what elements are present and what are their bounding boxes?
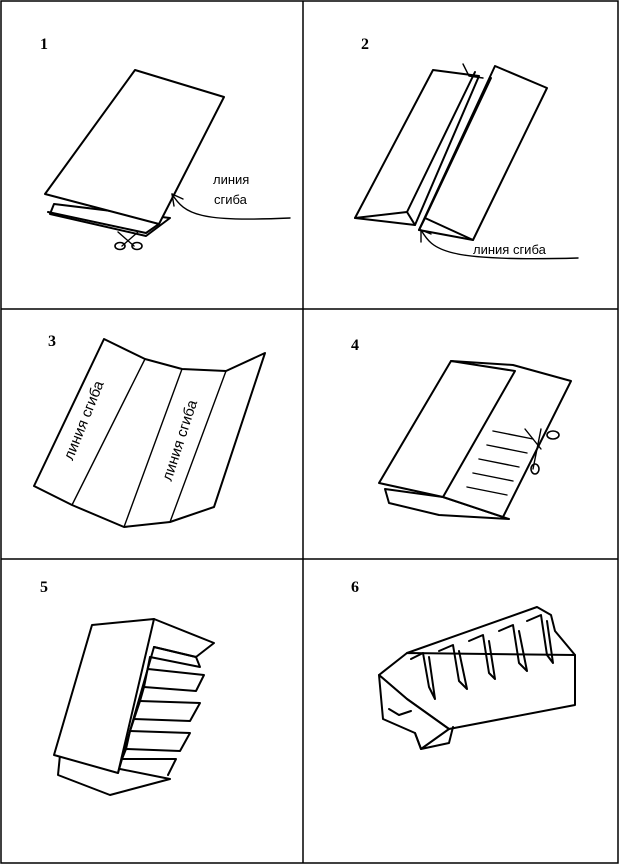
scissors-icon (114, 231, 143, 251)
folded-sheet-drawing (53, 618, 215, 796)
folded-sheet-drawing (354, 63, 579, 260)
folded-sheet-drawing (378, 360, 572, 520)
panel-number: 6 (351, 579, 359, 596)
panel-2: 2 линия сгиба (303, 0, 619, 309)
scissors-icon (524, 428, 560, 475)
fold-line-label: линия сгиба (473, 242, 546, 257)
folded-sheet-drawing (378, 606, 576, 750)
panel-number: 3 (48, 333, 56, 350)
panel-1: 1 линия сгиба (0, 0, 303, 309)
panel-number: 5 (40, 579, 48, 596)
panel-4: 4 (303, 309, 619, 559)
panel-number: 2 (361, 36, 369, 53)
panel-number: 4 (351, 337, 359, 354)
folded-sheet-drawing (33, 338, 266, 528)
fold-line-label: линия (213, 172, 250, 187)
fold-line-label: сгиба (214, 192, 247, 207)
panel-5: 5 (0, 559, 303, 864)
folded-sheet-drawing (44, 69, 291, 237)
panel-6: 6 (303, 559, 619, 864)
panel-3: 3 линия сгиба линия сгиба (0, 309, 303, 559)
panel-number: 1 (40, 36, 48, 53)
